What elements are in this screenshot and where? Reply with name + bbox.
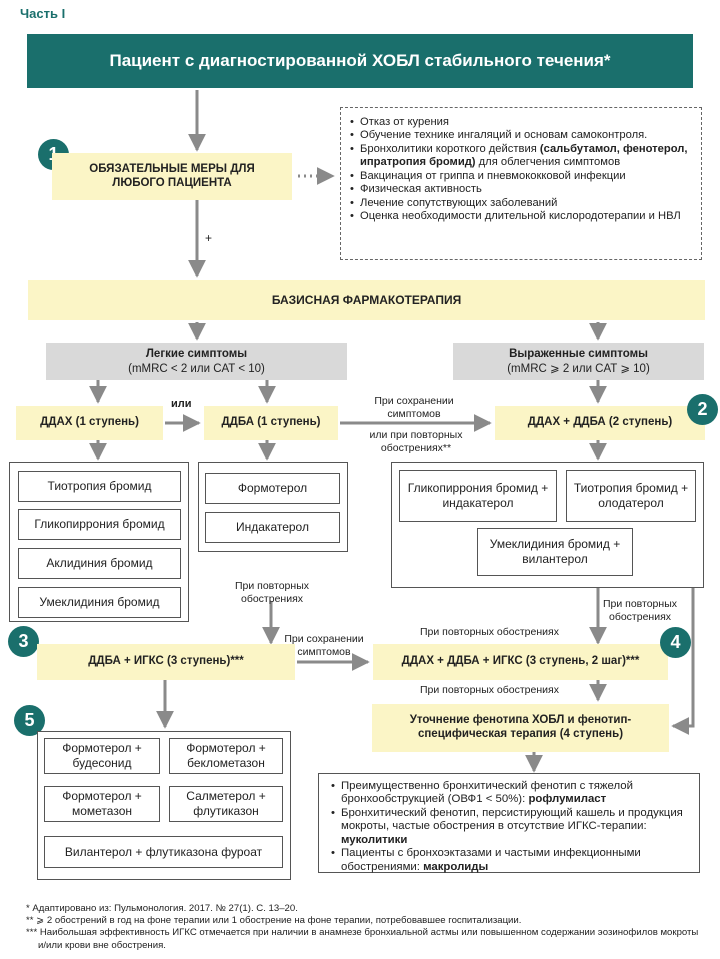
measure-item-text: (сальбутамол, фенотерол, ипратропия бром… <box>360 142 688 169</box>
measure-item-text: Обучение технике ингаляций и основам сам… <box>360 129 648 142</box>
phenotype-item-text: макролиды <box>423 860 489 873</box>
ddba-igks-step3-box: ДДБА + ИГКС (3 ступень)*** <box>37 644 295 680</box>
lama-drug-item: Гликопиррония бромид <box>18 509 181 540</box>
phenotype-item-text: Бронхитический фенотип, персистирующий к… <box>341 806 683 833</box>
ddah-step1-box: ДДАХ (1 ступень) <box>16 406 163 440</box>
part-label: Часть I <box>20 6 66 21</box>
combo-drug-item: Тиотропия бромид + олодатерол <box>566 470 696 522</box>
ics-drug-item: Салметерол + флутиказон <box>169 786 283 822</box>
phenotype-item-text: Преимущественно бронхитический фенотип с… <box>341 780 633 806</box>
measure-item: Физическая активность <box>350 183 693 197</box>
phenotype-item: Пациенты с бронхоэктазами и частыми инфе… <box>331 847 691 874</box>
lama-drug-item: Тиотропия бромид <box>18 471 181 502</box>
step-3-badge: 3 <box>8 626 39 657</box>
persisting-symptoms-label-2: При сохранении симптомов <box>284 633 364 658</box>
basic-pharmacotherapy-bar: БАЗИСНАЯ ФАРМАКОТЕРАПИЯ <box>28 280 705 320</box>
mild-symptoms-criteria: (mMRC < 2 или CAT < 10) <box>128 362 265 375</box>
phenotype-item: Бронхитический фенотип, персистирующий к… <box>331 807 691 847</box>
measure-item: Лечение сопутствующих заболеваний <box>350 196 693 211</box>
measure-item-text: для облегчения симптомов <box>475 156 621 169</box>
or-label: или <box>171 398 192 410</box>
mild-symptoms-title: Легкие симптомы <box>145 348 248 361</box>
phenotype-item: Преимущественно бронхитический фенотип с… <box>331 780 691 807</box>
mandatory-measures-list: Отказ от куренияОбучение технике ингаляц… <box>340 107 702 260</box>
footnote-2: ** ⩾ 2 обострений в год на фоне терапии … <box>26 915 522 927</box>
measure-item: Оценка необходимости длительной кислород… <box>350 210 693 224</box>
measure-item: Вакцинация от гриппа и пневмококковой ин… <box>350 169 693 184</box>
phenotype-therapy-box: Уточнение фенотипа ХОБЛ и фенотип-специф… <box>372 704 669 752</box>
footnote-3: *** Наибольшая эффективность ИГКС отмеча… <box>26 927 699 951</box>
lama-drug-item: Аклидиния бромид <box>18 548 181 579</box>
measure-item-text: Лечение сопутствующих заболеваний <box>360 196 558 209</box>
step-2-badge: 2 <box>687 394 718 425</box>
measure-item-text: Бронхолитики короткого действия <box>360 142 540 155</box>
step-5-badge: 5 <box>14 705 45 736</box>
ics-drug-item: Формотерол + беклометазон <box>169 738 283 774</box>
ddah-ddba-step2-box: ДДАХ + ДДБА (2 ступень) <box>495 406 705 440</box>
triple-therapy-box: ДДАХ + ДДБА + ИГКС (3 ступень, 2 шаг)*** <box>373 644 668 680</box>
mild-symptoms-box: Легкие симптомы (mMRC < 2 или CAT < 10) <box>46 343 347 380</box>
repeated-exacerbations-right-label: При повторных обострениях <box>602 598 677 623</box>
repeated-exacerbations-label: При повторных обострениях <box>234 580 309 605</box>
ics-drug-item: Формотерол + мометазон <box>44 786 160 822</box>
footnotes: * Адаптировано из: Пульмонология. 2017. … <box>26 903 706 952</box>
ics-drug-item: Формотерол + будесонид <box>44 738 160 774</box>
severe-symptoms-box: Выраженные симптомы (mMRC ⩾ 2 или CAT ⩾ … <box>453 343 704 380</box>
plus-sign: + <box>205 231 213 245</box>
phenotype-item-text: муколитики <box>341 833 408 846</box>
persisting-symptoms-label: При сохранении симптомов <box>374 395 454 420</box>
measure-item-text: Оценка необходимости длительной кислород… <box>360 210 681 223</box>
combo-drug-item: Умеклидиния бромид + вилантерол <box>477 528 633 576</box>
banner-title: Пациент с диагностированной ХОБЛ стабиль… <box>27 34 693 88</box>
repeated-exacerbations-long-label: При повторных обострениях <box>420 626 559 638</box>
measure-item: Обучение технике ингаляций и основам сам… <box>350 129 693 143</box>
measure-item-text: Отказ от курения <box>360 116 449 128</box>
phenotype-item-text: рофлумиласт <box>528 793 607 806</box>
combo-drug-item: Гликопиррония бромид + индакатерол <box>399 470 557 522</box>
or-repeated-exacerbations-label: или при повторных обострениях** <box>369 429 463 454</box>
repeated-exacerbations-low-label: При повторных обострениях <box>420 684 559 696</box>
measure-item-text: Вакцинация от гриппа и пневмококковой ин… <box>360 169 626 182</box>
ddba-step1-box: ДДБА (1 ступень) <box>204 406 338 440</box>
laba-drug-item: Индакатерол <box>205 512 340 543</box>
footnote-1: * Адаптировано из: Пульмонология. 2017. … <box>26 903 298 914</box>
measure-item: Отказ от курения <box>350 116 693 130</box>
phenotype-options-list: Преимущественно бронхитический фенотип с… <box>318 773 700 873</box>
phenotype-item-text: Пациенты с бронхоэктазами и частыми инфе… <box>341 847 641 873</box>
ics-drug-item: Вилантерол + флутиказона фуроат <box>44 836 283 868</box>
severe-symptoms-criteria: (mMRC ⩾ 2 или CAT ⩾ 10) <box>507 362 650 375</box>
laba-drug-item: Формотерол <box>205 473 340 504</box>
severe-symptoms-title: Выраженные симптомы <box>509 348 648 361</box>
step-4-badge: 4 <box>660 627 691 658</box>
measure-item: Бронхолитики короткого действия (сальбут… <box>350 143 693 170</box>
mandatory-measures-box: ОБЯЗАТЕЛЬНЫЕ МЕРЫ ДЛЯ ЛЮБОГО ПАЦИЕНТА <box>52 153 292 200</box>
lama-drug-item: Умеклидиния бромид <box>18 587 181 618</box>
measure-item-text: Физическая активность <box>360 183 482 196</box>
